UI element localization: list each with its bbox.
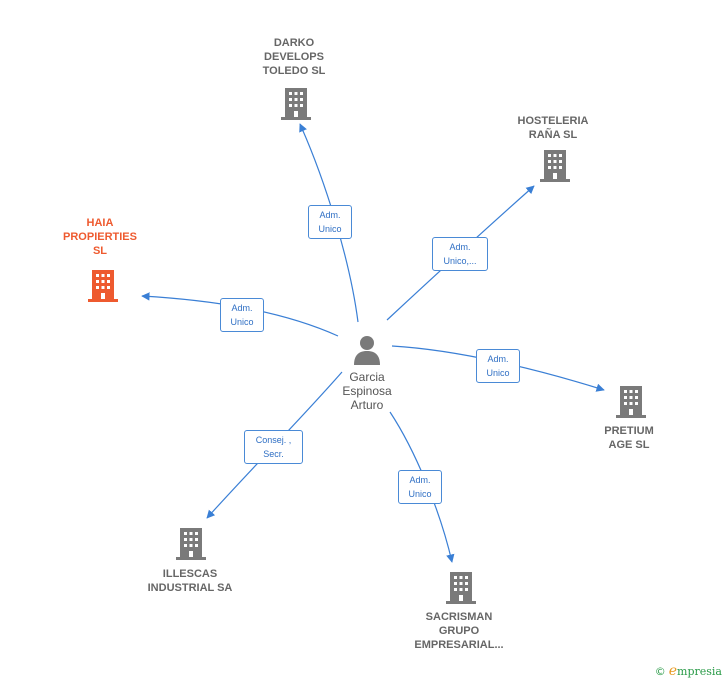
company-label-sacrisman[interactable]: SACRISMAN GRUPO EMPRESARIAL... [414,611,504,651]
brand-name: mpresia [677,665,722,678]
company-label-illescas[interactable]: ILLESCAS INDUSTRIAL SA [147,568,233,594]
role-label-hosteleria: Adm. Unico,... [432,237,488,271]
brand-logo: ©empresia [655,663,722,679]
building-icon[interactable] [281,86,311,120]
building-icon[interactable] [176,526,206,560]
brand-initial: e [668,663,678,679]
copyright-icon: © [654,665,666,678]
person-icon[interactable] [352,334,382,366]
building-icon[interactable] [616,384,646,418]
company-label-hosteleria[interactable]: HOSTELERIA RAÑA SL [517,115,589,141]
role-label-darko: Adm. Unico [308,205,352,239]
building-icon[interactable] [540,148,570,182]
role-label-sacrisman: Adm. Unico [398,470,442,504]
role-label-pretium: Adm. Unico [476,349,520,383]
person-name[interactable]: Garcia Espinosa Arturo [342,370,392,412]
role-label-illescas: Consej. , Secr. [244,430,303,464]
building-icon[interactable] [446,570,476,604]
company-label-darko[interactable]: DARKO DEVELOPS TOLEDO SL [262,37,326,77]
company-label-haia[interactable]: HAIA PROPIERTIES SL [63,217,137,257]
company-label-pretium[interactable]: PRETIUM AGE SL [604,425,654,451]
building-icon[interactable] [88,268,118,302]
role-label-haia: Adm. Unico [220,298,264,332]
